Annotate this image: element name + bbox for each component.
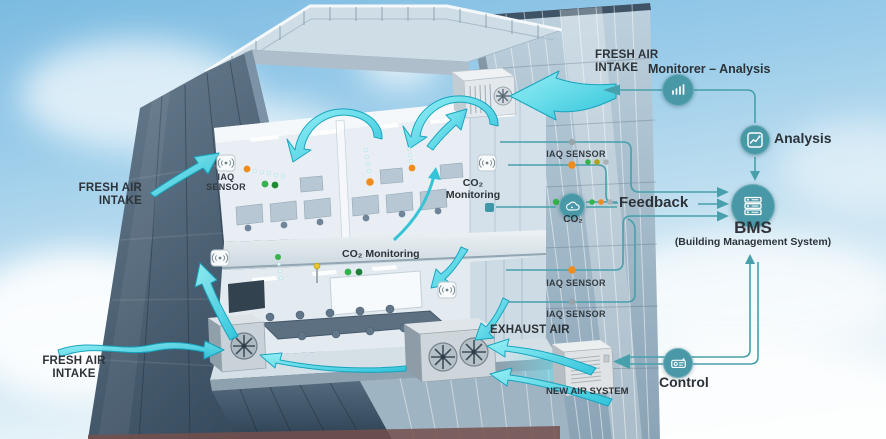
label-co2-monitoring-meeting: CO₂ Monitoring xyxy=(342,248,420,260)
sensor-status-dots xyxy=(243,138,613,306)
rooftop-ac-unit xyxy=(451,67,517,119)
fan-up-arrow xyxy=(194,262,239,341)
line-chart-icon xyxy=(747,132,763,148)
fresh-air-arrow-left xyxy=(149,152,220,198)
label-new-air-system: NEW AIR SYSTEM xyxy=(546,386,629,397)
monitorer-node xyxy=(662,74,694,106)
co2-swoosh xyxy=(392,167,441,242)
label-exhaust-air: EXHAUST AIR xyxy=(490,324,570,336)
hvac-unit-icon xyxy=(670,357,686,368)
airflow-arrows xyxy=(57,70,617,407)
label-bms: BMS xyxy=(734,218,772,237)
label-bms-full: (Building Management System) xyxy=(674,236,832,248)
nas-to-exhaust-arrow-1 xyxy=(486,338,597,376)
fresh-air-ribbon-bottom xyxy=(57,340,225,360)
rooftop-up-arrow xyxy=(426,108,468,151)
bms-node xyxy=(731,184,775,228)
ceiling-arch-arrow xyxy=(286,108,383,163)
label-co2: CO₂ xyxy=(563,214,583,225)
label-monitorer-analysis: Monitorer – Analysis xyxy=(648,62,771,76)
label-co2-monitoring-upper: CO₂ Monitoring xyxy=(445,177,501,201)
analysis-node xyxy=(740,125,770,155)
exhaust-down-arrow xyxy=(474,297,510,341)
fan-unit-left xyxy=(208,314,267,373)
label-iaq-sensor-shaft-lower: IAQ SENSOR xyxy=(546,309,606,319)
label-iaq-sensor-shaft-top: IAQ SENSOR xyxy=(546,149,606,159)
connector-arrowheads xyxy=(603,84,760,369)
label-fresh-air-intake-bottom: FRESH AIR INTAKE xyxy=(42,355,106,380)
label-fresh-air-intake-left: FRESH AIR INTAKE xyxy=(78,182,142,207)
server-stack-icon xyxy=(744,196,762,216)
label-control: Control xyxy=(659,374,709,390)
label-iaq-sensor-shaft-mid: IAQ SENSOR xyxy=(546,278,606,288)
fresh-air-arrow-top xyxy=(509,70,617,121)
co2-cloud-icon xyxy=(566,201,580,211)
nas-to-exhaust-arrow-2 xyxy=(489,367,613,407)
co2-node xyxy=(559,193,585,219)
intake-arrow-to-fan xyxy=(259,352,407,373)
label-iaq-sensor-left: IAQ SENSOR xyxy=(206,172,246,193)
label-feedback: Feedback xyxy=(619,194,689,211)
label-fresh-air-intake-top: FRESH AIR INTAKE xyxy=(595,49,659,74)
exhaust-fan-unit xyxy=(404,318,497,383)
label-analysis: Analysis xyxy=(774,130,832,146)
bar-chart-icon xyxy=(672,84,685,95)
iaq-sensor-chips xyxy=(210,154,497,299)
control-node xyxy=(663,348,693,378)
